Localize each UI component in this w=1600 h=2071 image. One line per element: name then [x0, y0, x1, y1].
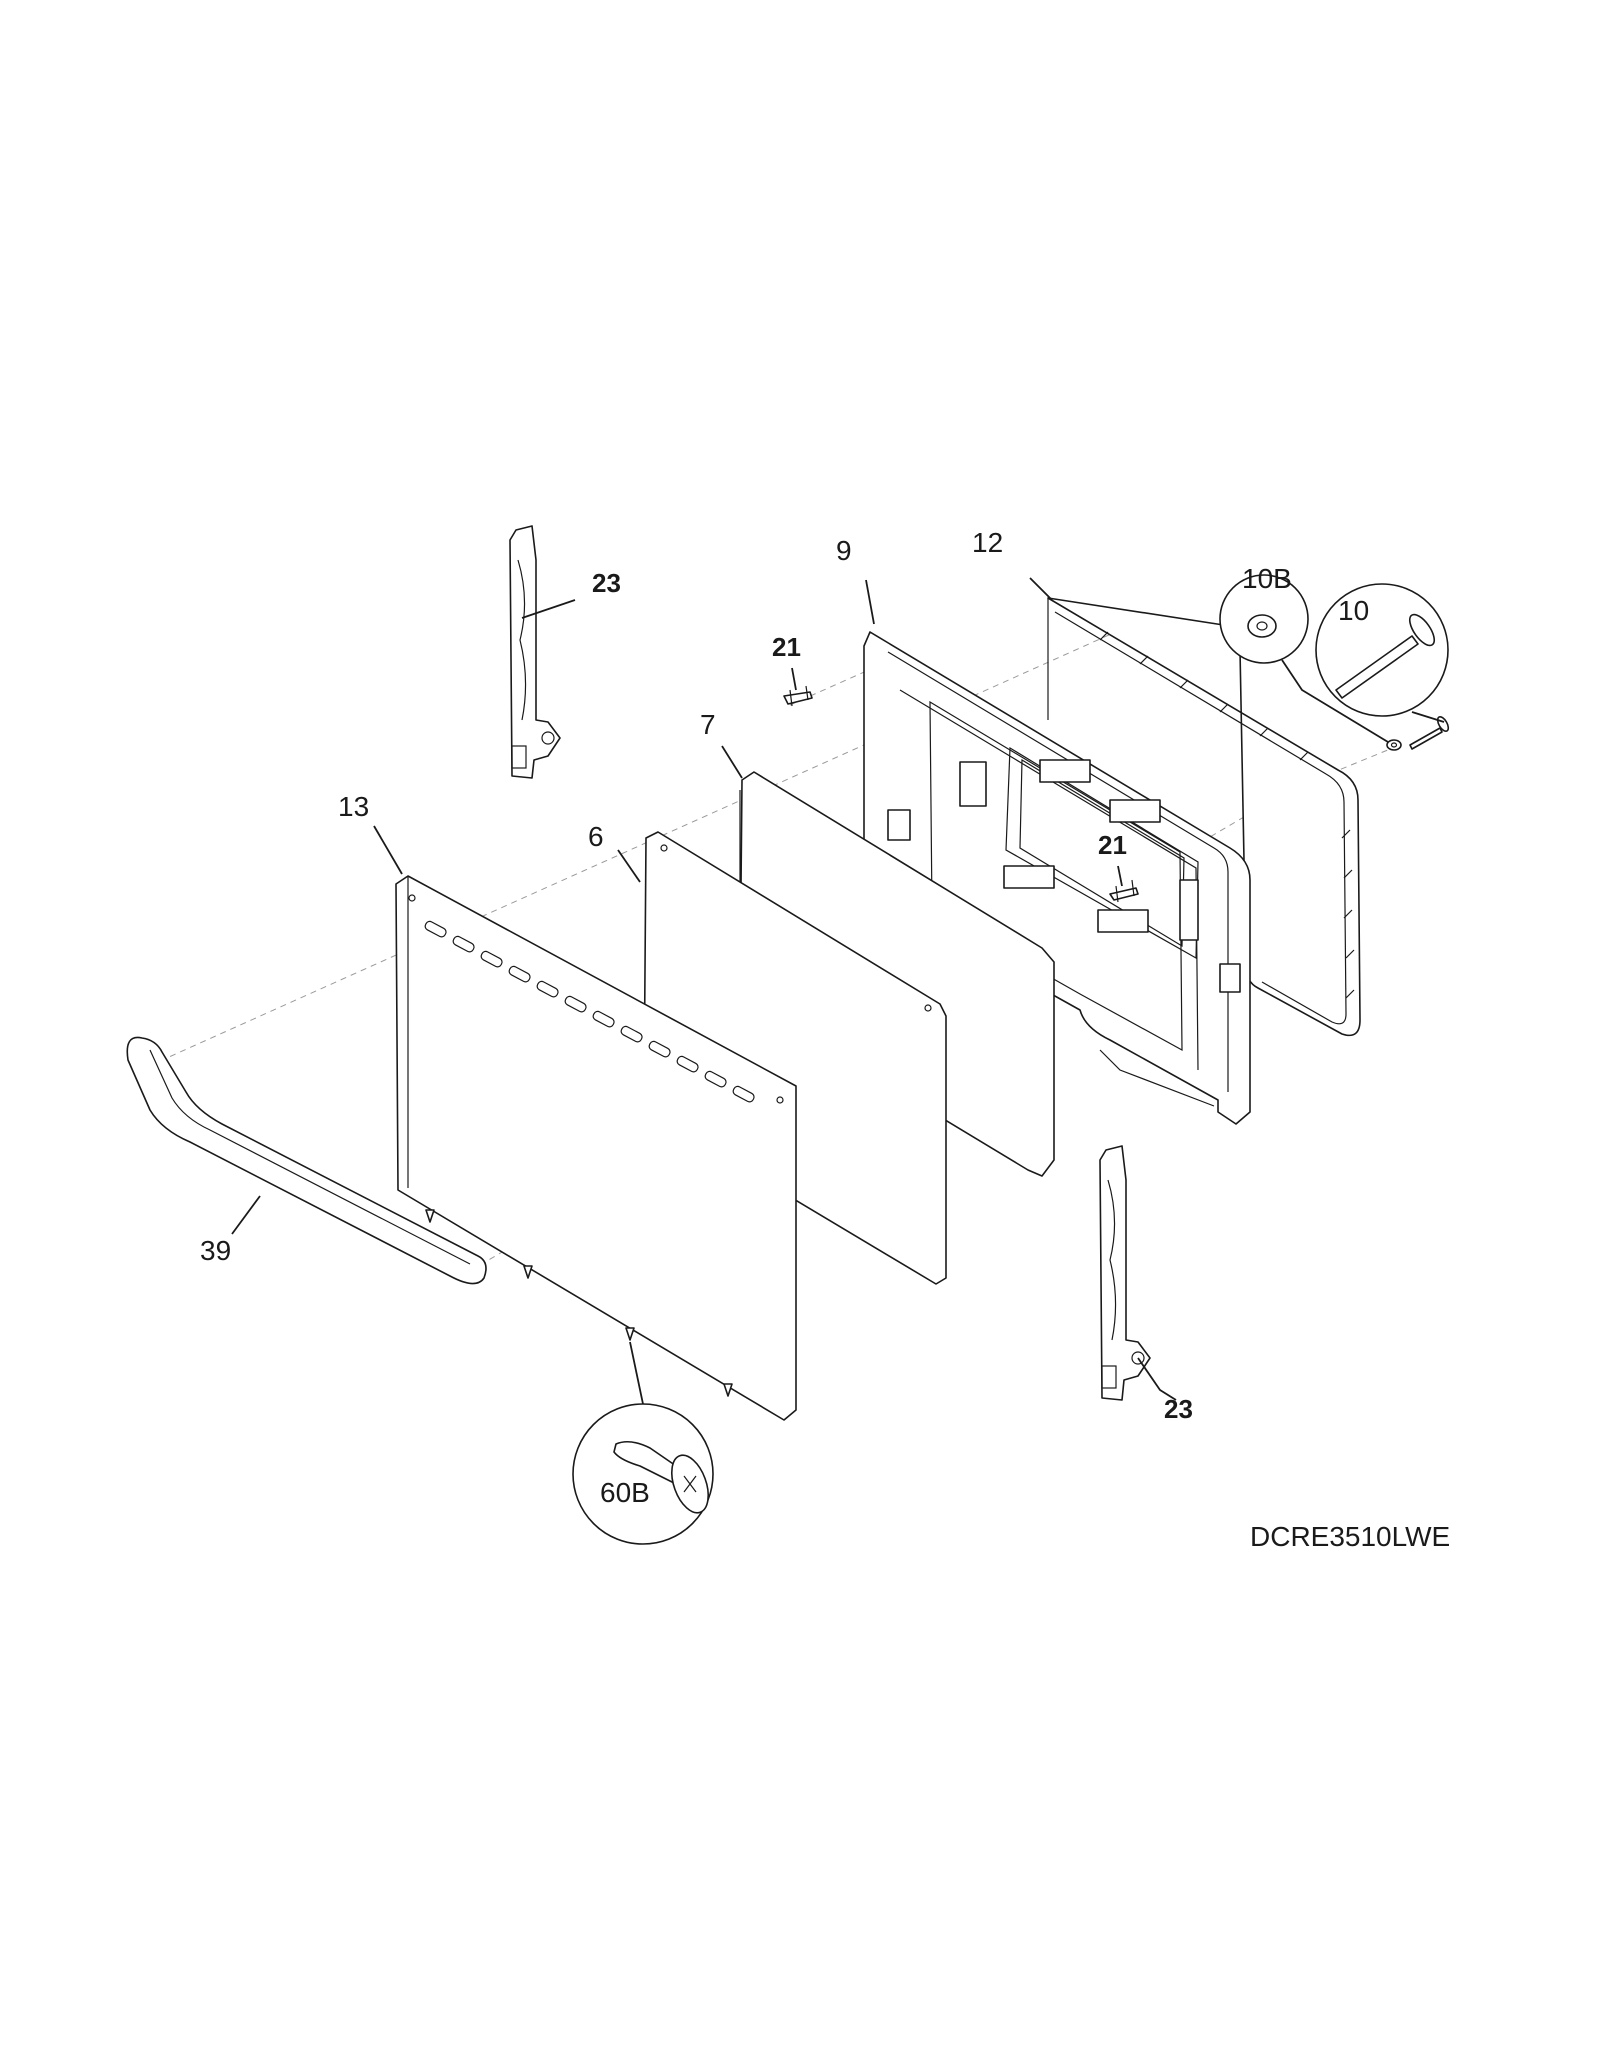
label-glass: 6 [588, 821, 604, 852]
clip-mid [1109, 879, 1139, 903]
callout-short-screw [572, 1403, 714, 1545]
label-long-screw: 10 [1338, 595, 1369, 626]
washer-part [1386, 739, 1402, 751]
long-screw-part [1409, 715, 1450, 750]
label-handle: 39 [200, 1235, 231, 1266]
hinge-top [509, 525, 561, 779]
label-insulation: 7 [700, 709, 716, 740]
label-clip-mid: 21 [1098, 830, 1127, 860]
vent-slots [424, 920, 755, 1103]
part-labels: 23 23 9 12 10B 10 21 21 7 6 13 39 60B [200, 527, 1369, 1508]
door-liner [863, 631, 1251, 1125]
panel-screws [425, 1209, 733, 1397]
label-gasket: 12 [972, 527, 1003, 558]
leader-lines [231, 577, 1177, 1405]
label-liner: 9 [836, 535, 852, 566]
model-number: DCRE3510LWE [1250, 1521, 1450, 1552]
hinge-bottom [1099, 1145, 1151, 1401]
clip-top [783, 685, 813, 707]
label-short-screw: 60B [600, 1477, 650, 1508]
door-handle [126, 1036, 487, 1285]
label-washer: 10B [1242, 563, 1292, 594]
callout-washer [1219, 574, 1389, 743]
callout-long-screw [1315, 583, 1449, 723]
label-hinge-bottom: 23 [1164, 1394, 1193, 1424]
label-clip-top: 21 [772, 632, 801, 662]
label-outer-panel: 13 [338, 791, 369, 822]
outer-door-panel [395, 875, 797, 1421]
label-hinge-top: 23 [592, 568, 621, 598]
